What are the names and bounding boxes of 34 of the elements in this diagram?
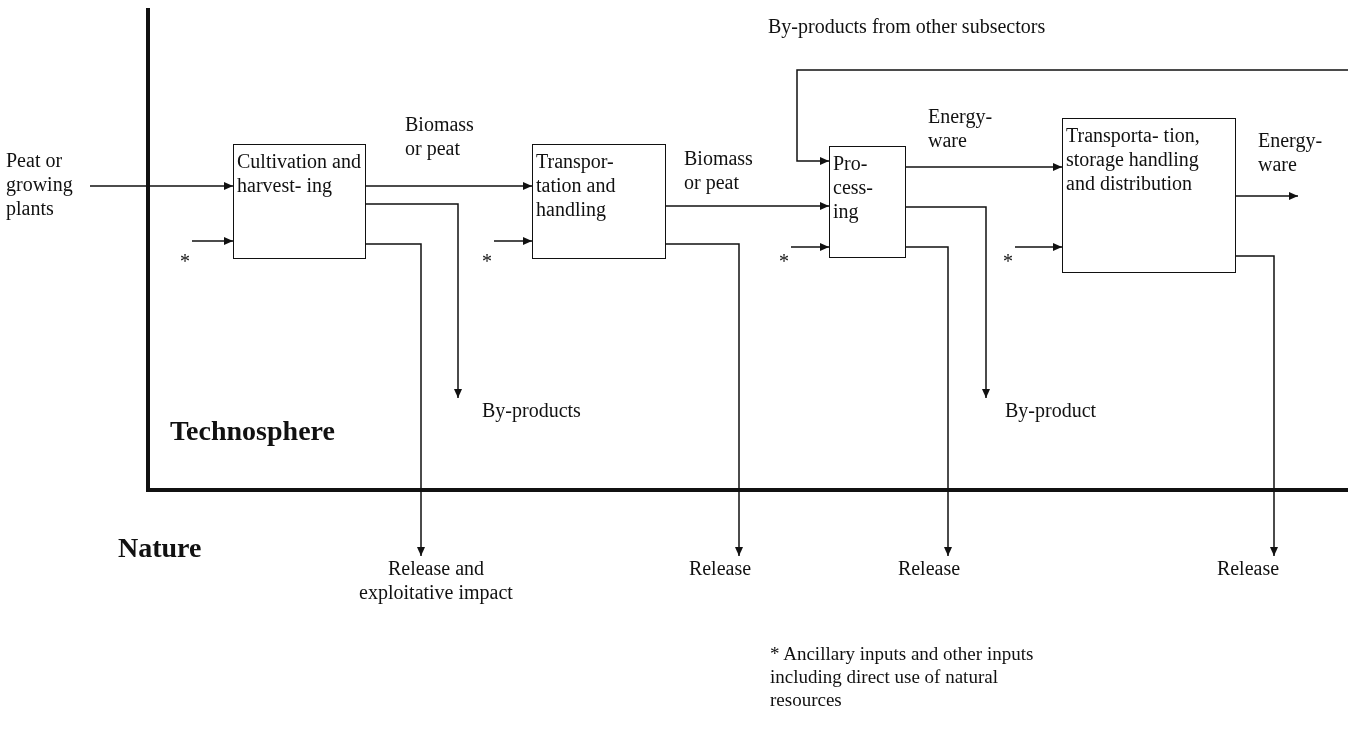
arrow — [665, 243, 743, 557]
flow-text: By-product — [978, 398, 1118, 424]
arrow — [905, 163, 1063, 171]
flow-text: Release — [889, 556, 969, 582]
flow-text: By-products — [450, 398, 590, 424]
arrow — [89, 182, 234, 190]
arrow — [365, 243, 425, 557]
arrow — [665, 202, 830, 210]
arrow — [1235, 192, 1299, 200]
arrow — [905, 246, 952, 557]
flow-text: Peat or growing plants — [6, 148, 90, 220]
process-box: Pro- cess- ing — [829, 146, 906, 258]
process-box: Cultivation and harvest- ing — [233, 144, 366, 259]
footnote: * Ancillary inputs and other inputs including direct use of natural resources — [770, 642, 1035, 711]
arrow — [365, 203, 462, 399]
process-box: Transporta- tion, storage handling and distribution — [1062, 118, 1236, 273]
flow-text: Release and exploitative impact — [351, 556, 521, 606]
flow-text: * — [779, 249, 791, 271]
process-box: Transpor- tation and handling — [532, 144, 666, 259]
arrow — [905, 206, 990, 399]
flow-text: * — [180, 249, 192, 271]
arrow — [1235, 255, 1278, 557]
flow-text: Release — [1208, 556, 1288, 582]
arrow — [796, 69, 1348, 165]
arrow — [790, 243, 830, 251]
arrow — [191, 237, 234, 245]
flow-text: * — [482, 249, 494, 271]
region-label: Nature — [118, 532, 202, 564]
flow-text: * — [1003, 249, 1015, 271]
region-label: Technosphere — [170, 415, 335, 447]
flow-text: Release — [680, 556, 760, 582]
arrow — [365, 182, 533, 190]
arrow — [1014, 243, 1063, 251]
arrow — [493, 237, 533, 245]
